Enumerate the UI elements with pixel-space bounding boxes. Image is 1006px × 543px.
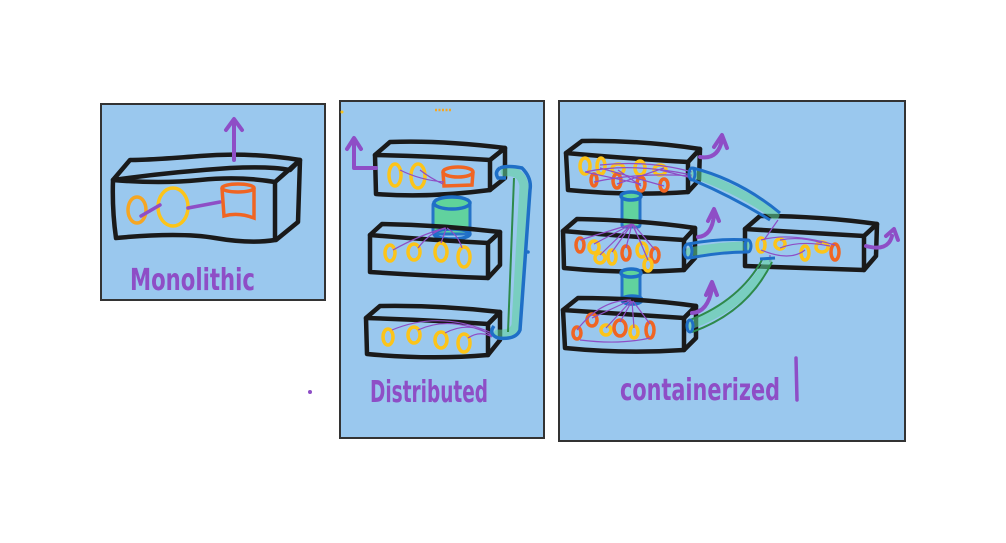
monolithic-label: Monolithic [130, 263, 255, 298]
process-link [139, 200, 222, 218]
connection-lines [391, 320, 493, 339]
message-queue-pipe [682, 238, 753, 260]
container-processes [578, 156, 693, 193]
process-node [406, 242, 422, 262]
container-processes [574, 223, 661, 273]
scale-arrow-icon [696, 207, 721, 239]
scale-out-arrow-icon [345, 136, 378, 170]
process-node [433, 330, 449, 350]
database-icon [220, 182, 256, 221]
process-node [383, 243, 397, 263]
stray-dot [308, 390, 312, 394]
label-stroke [794, 356, 799, 402]
scale-arrow-icon [690, 280, 719, 315]
distributed-label: Distributed [370, 375, 488, 410]
container-processes [755, 219, 841, 262]
server-box-bottom [363, 303, 503, 360]
scale-up-arrow-icon [224, 117, 244, 162]
scale-arrow-icon [864, 227, 900, 250]
monolithic-server-box [110, 152, 303, 244]
message-queue-pipe [687, 166, 781, 222]
process-node [406, 325, 422, 345]
distributed-panel: Distributed [339, 100, 545, 439]
process-node [456, 332, 472, 354]
container-host-aggregator [742, 213, 880, 273]
database-icon [441, 165, 475, 188]
process-node [126, 195, 148, 225]
message-queue-icon [431, 195, 472, 241]
stray-dot [340, 110, 344, 114]
connection-lines [399, 169, 445, 185]
server-box-middle [367, 221, 503, 281]
server-box-top [372, 139, 508, 198]
process-node [456, 245, 472, 269]
process-node [409, 162, 427, 190]
scale-arrow-icon [698, 133, 729, 160]
connection-lines [392, 227, 463, 251]
monolithic-panel: Monolithic [100, 103, 326, 301]
process-node [381, 327, 395, 347]
process-node [387, 162, 403, 188]
message-queue-pipe [490, 164, 533, 341]
message-queue-pipe [685, 256, 776, 334]
container-processes [571, 299, 656, 343]
containerized-panel: containerized [558, 100, 906, 442]
containerized-label: containerized [620, 373, 780, 408]
